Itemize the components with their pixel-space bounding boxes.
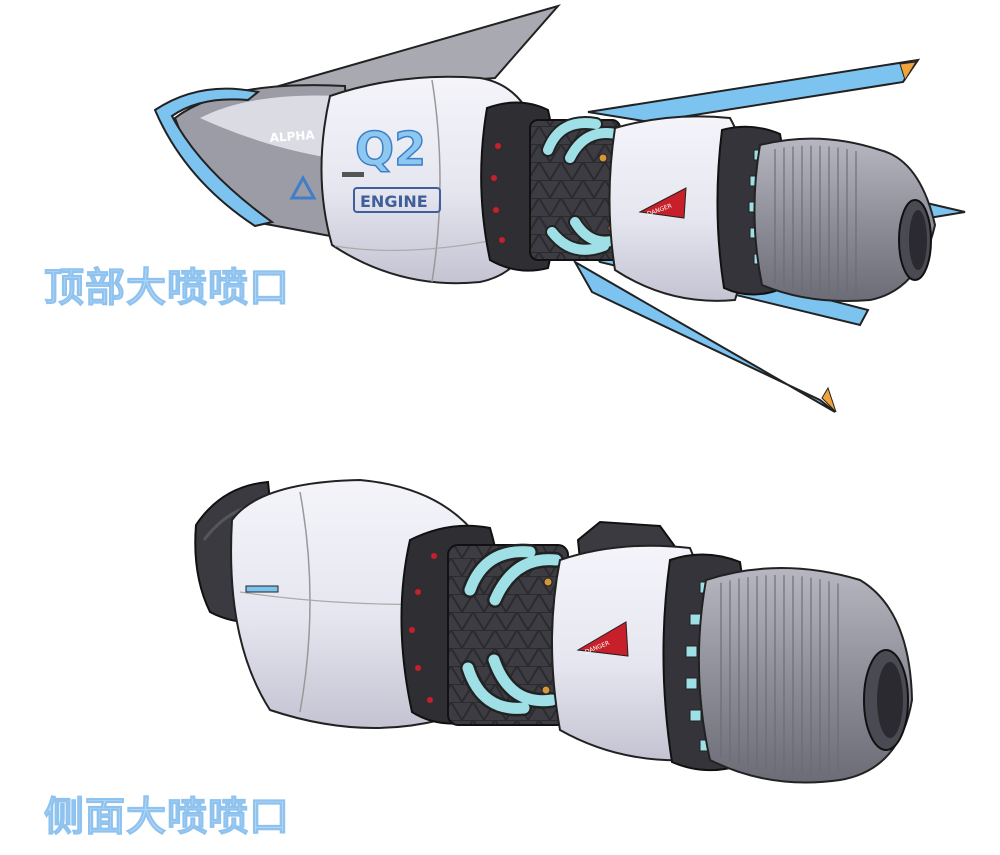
model-decal: Q2 [355,122,426,176]
alpha-decal: ALPHA [269,128,316,145]
top-view-caption: 顶部大喷喷口 [44,265,290,311]
nose-accent-stripe [153,87,275,228]
side-view-caption: 侧面大喷喷口 [44,794,290,840]
danger-warning-icon [638,187,687,219]
lower-fin-2 [572,259,836,413]
top-engine: ALPHA Q2 ENGINE [153,4,966,413]
engine-decal: ENGINE [360,192,428,211]
side-red-studs [409,553,437,703]
upper-fin [587,58,921,124]
triangle-emblem-icon [289,174,317,200]
red-studs [491,143,505,243]
side-brass-bolts [541,577,553,695]
side-slot [245,585,279,593]
side-engine: DANGER [194,478,914,784]
side-danger-warning-icon [576,621,629,657]
